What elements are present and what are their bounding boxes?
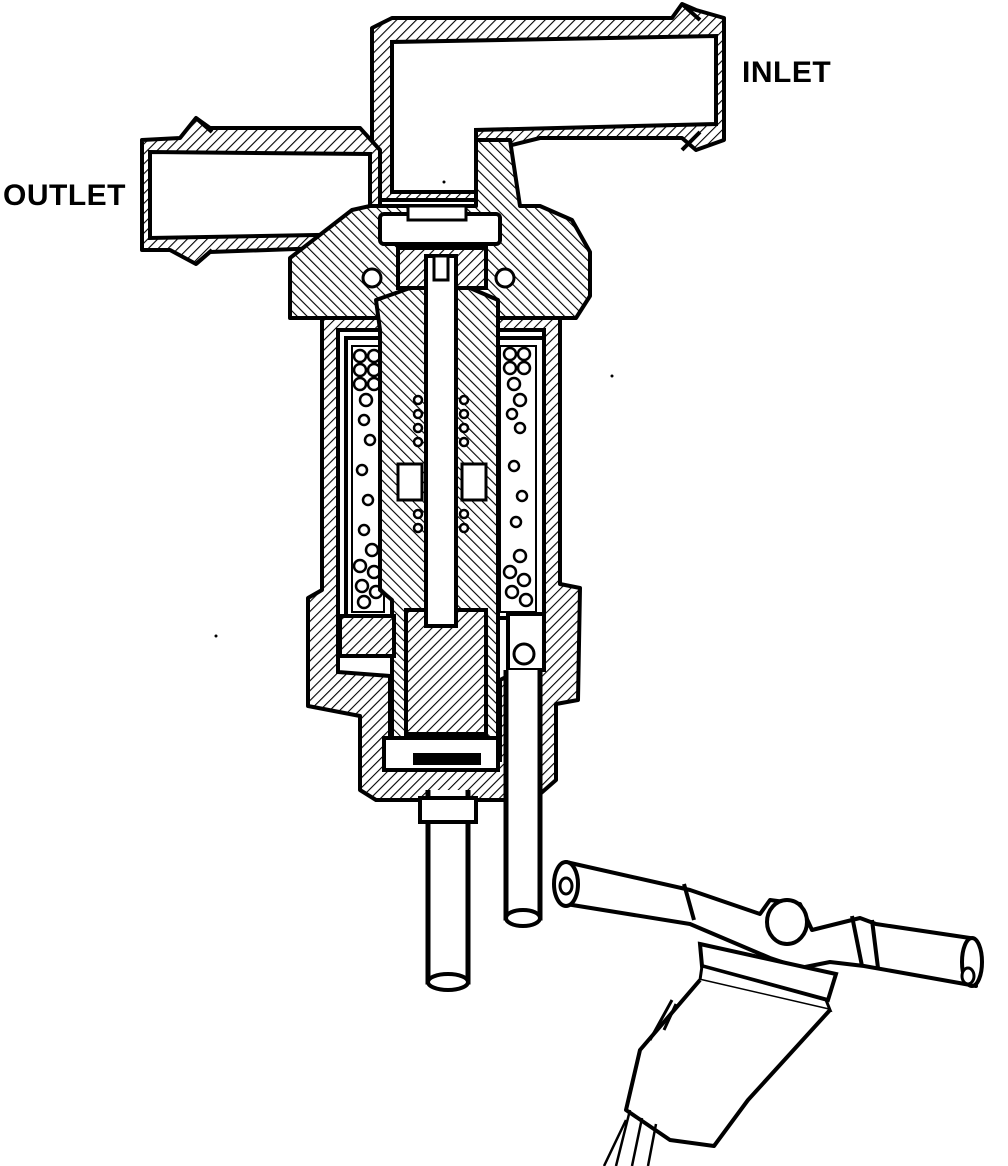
- terminal-block: [338, 612, 546, 672]
- outlet-tube: [140, 116, 382, 266]
- scan-specks: [214, 180, 614, 638]
- outlet-label: OUTLET: [3, 179, 126, 212]
- lead-wire-left: [418, 790, 478, 992]
- solenoid-valve-exterior-inset: [552, 860, 984, 1166]
- inlet-tube: [370, 2, 726, 202]
- plunger-core: [374, 254, 500, 772]
- lead-wire-right: [503, 670, 543, 928]
- coil-winding-right: [492, 336, 546, 620]
- inlet-label: INLET: [742, 56, 832, 89]
